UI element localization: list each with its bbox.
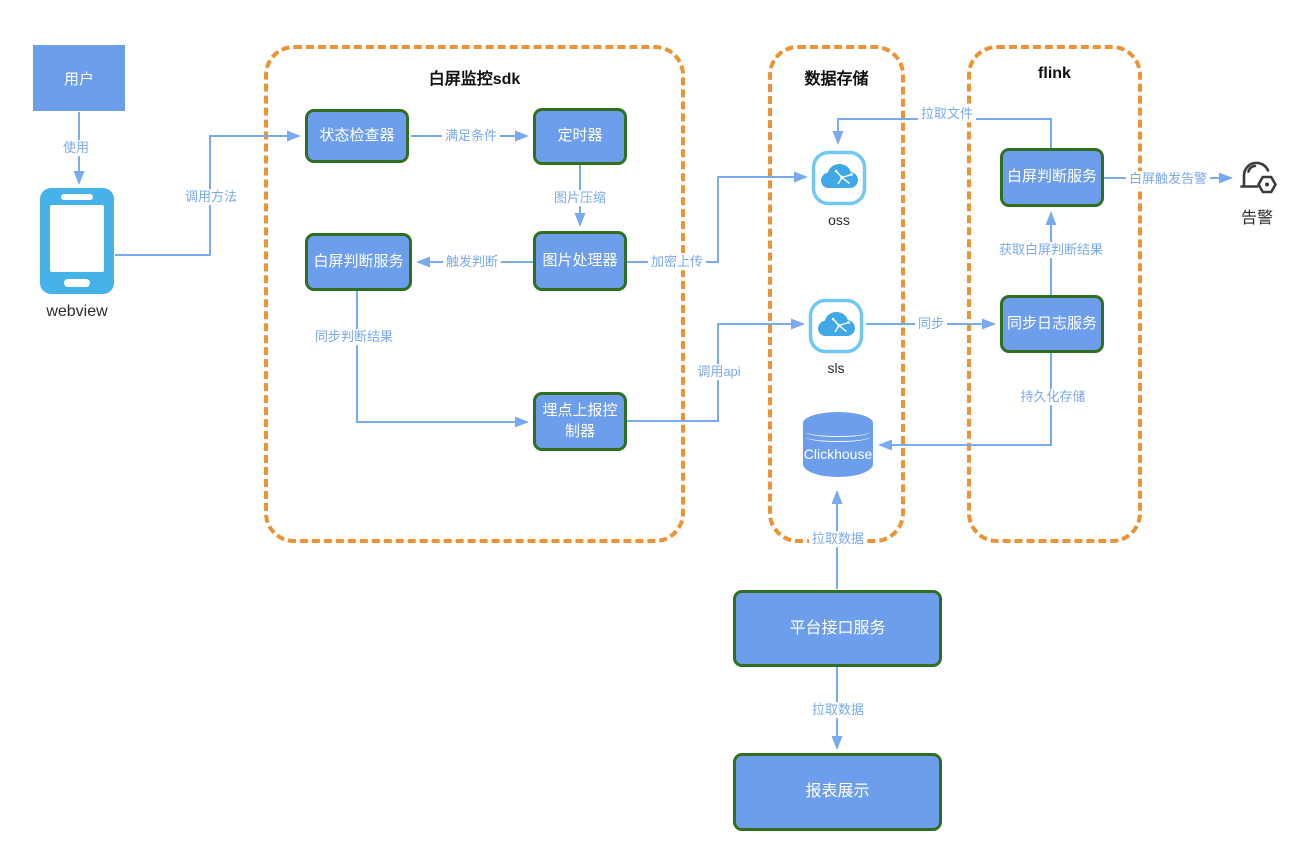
- container-sdk: 白屏监控sdk: [264, 45, 685, 543]
- edge-label-condition-met: 满足条件: [441, 128, 501, 144]
- alert-icon: [1237, 157, 1277, 199]
- sls-label: sls: [827, 360, 845, 376]
- edge-label-whitescreen-trigger-alert: 白屏触发告警: [1125, 171, 1211, 187]
- edge-label-call-method: 调用方法: [181, 189, 241, 205]
- edge-label-image-compress: 图片压缩: [550, 190, 610, 206]
- edge-label-persistent-storage: 持久化存储: [1017, 389, 1089, 405]
- edge-label-get-whitescreen-result: 获取白屏判断结果: [995, 242, 1107, 258]
- clickhouse-label: Clickhouse: [803, 446, 873, 462]
- timer-label: 定时器: [557, 127, 603, 145]
- clickhouse-node: Clickhouse: [803, 412, 873, 484]
- tracking-controller-node: 埋点上报控制器: [533, 392, 627, 451]
- report-display-node: 报表展示: [733, 753, 942, 831]
- container-storage-title: 数据存储: [804, 71, 869, 88]
- phone-screen: [50, 205, 104, 272]
- user-node-label: 用户: [63, 70, 94, 88]
- flink-whitescreen-service-node: 白屏判断服务: [1000, 148, 1104, 207]
- tracking-controller-label: 埋点上报控制器: [542, 402, 618, 440]
- edge-label-use: 使用: [59, 140, 93, 156]
- image-processor-label: 图片处理器: [542, 251, 618, 269]
- edge-label-trigger-judgment: 触发判断: [442, 254, 502, 270]
- phone-home-button: [64, 279, 90, 287]
- edge-label-encrypted-upload: 加密上传: [647, 254, 707, 270]
- user-node: 用户: [33, 45, 125, 111]
- platform-api-service-label: 平台接口服务: [789, 619, 886, 637]
- sls-cloud-icon: [808, 298, 864, 354]
- platform-api-service-node: 平台接口服务: [733, 590, 942, 667]
- edge-label-call-api: 调用api: [694, 364, 744, 380]
- edge-label-pull-data-clickhouse: 拉取数据: [808, 531, 868, 547]
- container-sdk-title: 白屏监控sdk: [428, 71, 521, 88]
- oss-label: oss: [828, 212, 850, 228]
- status-checker-label: 状态检查器: [319, 126, 395, 144]
- sdk-whitescreen-service-node: 白屏判断服务: [305, 233, 412, 291]
- image-processor-node: 图片处理器: [533, 231, 627, 291]
- edge-label-pull-data-report: 拉取数据: [808, 702, 868, 718]
- sync-log-service-node: 同步日志服务: [1000, 295, 1104, 353]
- edge-label-sync: 同步: [914, 316, 948, 332]
- timer-node: 定时器: [533, 108, 627, 165]
- sdk-whitescreen-service-label: 白屏判断服务: [313, 252, 404, 270]
- edge-label-sync-judgment-result: 同步判断结果: [311, 329, 397, 345]
- phone-speaker: [61, 194, 93, 200]
- edge-label-pull-file: 拉取文件: [917, 106, 977, 122]
- report-display-label: 报表展示: [805, 783, 870, 801]
- oss-cloud-icon: [811, 150, 867, 206]
- alert-label: 告警: [1240, 210, 1273, 227]
- status-checker-node: 状态检查器: [305, 109, 409, 163]
- container-flink-title: flink: [1038, 65, 1071, 82]
- container-flink: flink: [967, 45, 1142, 543]
- sync-log-service-label: 同步日志服务: [1007, 314, 1098, 332]
- webview-label: webview: [46, 303, 108, 320]
- flink-whitescreen-service-label: 白屏判断服务: [1007, 168, 1098, 186]
- webview-phone-icon: [40, 188, 114, 294]
